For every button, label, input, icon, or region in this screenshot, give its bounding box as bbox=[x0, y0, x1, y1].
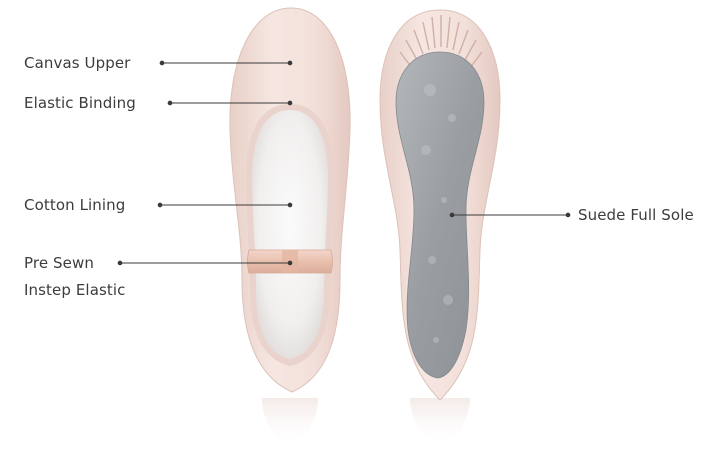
label-pre-sewn: Pre Sewn bbox=[24, 253, 94, 273]
label-elastic-binding: Elastic Binding bbox=[24, 93, 136, 113]
label-cotton-lining: Cotton Lining bbox=[24, 195, 125, 215]
right-shoe-reflection bbox=[410, 398, 470, 450]
label-suede-full-sole: Suede Full Sole bbox=[578, 205, 694, 225]
cotton-lining-shape bbox=[252, 110, 328, 359]
left-shoe-reflection bbox=[262, 398, 318, 450]
left-shoe bbox=[230, 8, 350, 450]
right-shoe bbox=[380, 10, 500, 450]
label-canvas-upper: Canvas Upper bbox=[24, 53, 130, 73]
label-instep-elastic: Instep Elastic bbox=[24, 280, 126, 300]
